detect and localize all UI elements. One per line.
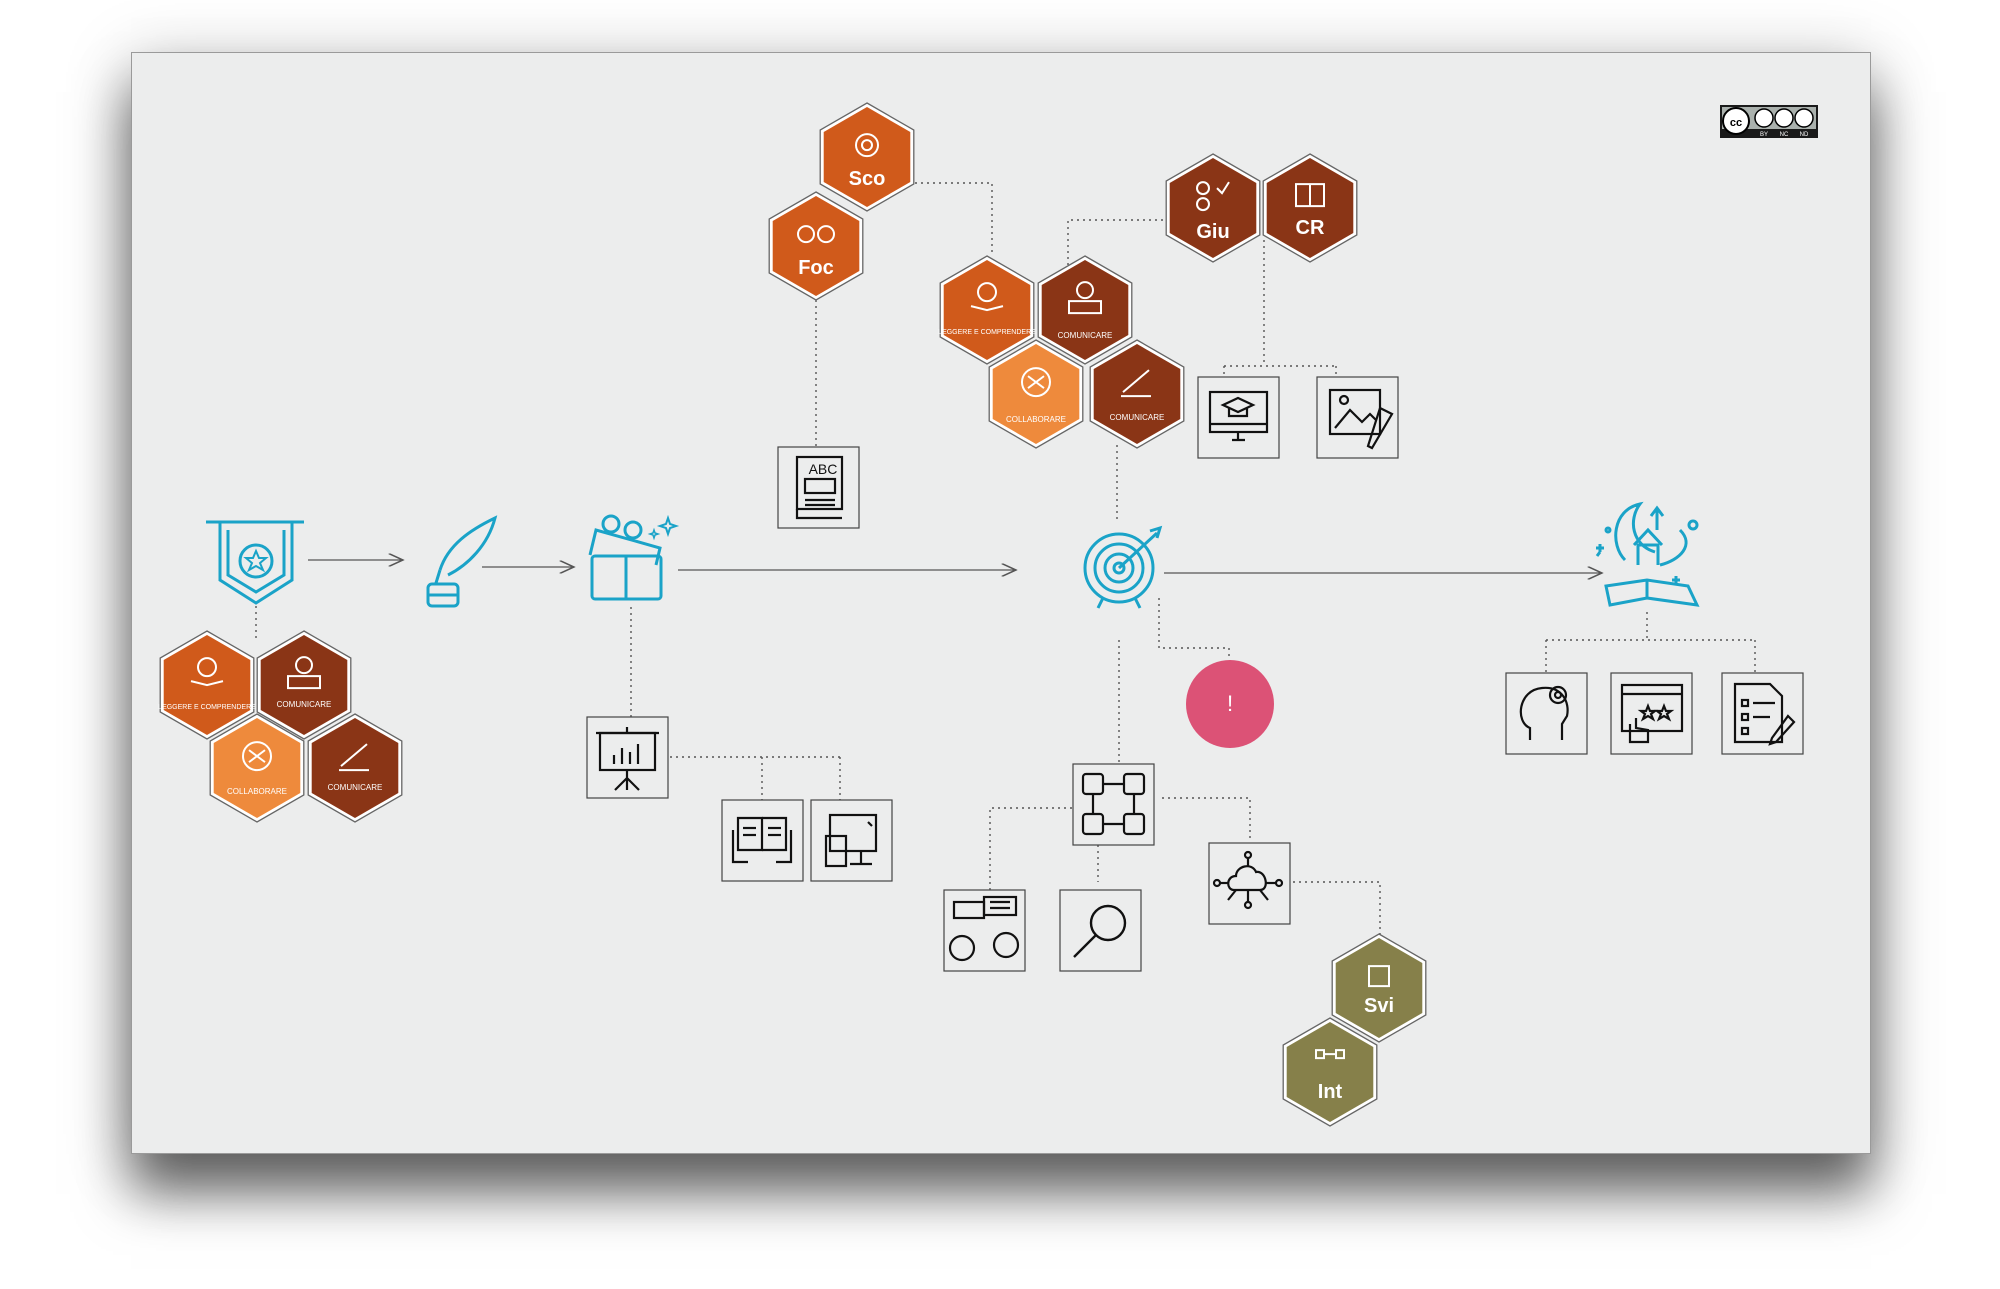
hex-sco-label: Sco (849, 168, 886, 190)
hexagon-badges: LEGGERE E COMPRENDERE COMUNICARE COLLABORA… (158, 103, 1426, 1126)
cc-license-badge[interactable]: cc BY NC ND (1720, 105, 1818, 138)
hex-giu-label: Giu (1196, 221, 1229, 243)
discussion-box[interactable] (944, 890, 1025, 971)
target-arrow-icon[interactable] (1085, 528, 1160, 608)
hex-comunicare-center-2[interactable]: COMUNICARE (1090, 340, 1184, 448)
hex-cr-label: CR (1296, 217, 1325, 239)
hex-collaborare-center-label: COLLABORARE (1006, 415, 1066, 424)
hex-comunicare-left-2-label: COMUNICARE (328, 783, 383, 792)
hex-svi[interactable]: Svi (1332, 934, 1426, 1042)
hex-int[interactable]: Int (1283, 1018, 1377, 1126)
hex-svi-label: Svi (1364, 995, 1394, 1017)
abc-book-box[interactable]: ABC (778, 447, 859, 528)
image-edit-box[interactable] (1317, 377, 1398, 458)
checklist-box[interactable] (1722, 673, 1803, 754)
quill-ink-icon[interactable] (428, 518, 495, 606)
nd-icon (1795, 109, 1813, 127)
hex-comunicare-center-1[interactable]: COMUNICARE (1038, 256, 1132, 364)
collaboration-box[interactable] (1073, 764, 1154, 845)
hex-sco[interactable]: Sco (820, 103, 914, 211)
presentation-box[interactable] (587, 717, 668, 798)
abc-label: ABC (809, 461, 838, 477)
hex-foc[interactable]: Foc (769, 192, 863, 300)
devices-box[interactable] (811, 800, 892, 881)
nc-icon (1775, 109, 1793, 127)
nc-label: NC (1780, 132, 1789, 138)
network-cloud-box[interactable] (1209, 843, 1290, 924)
by-label: BY (1760, 132, 1768, 138)
rating-box[interactable] (1611, 673, 1692, 754)
open-book-box[interactable] (722, 800, 803, 881)
fantasy-book-icon[interactable] (1596, 504, 1697, 605)
hex-int-label: Int (1318, 1081, 1343, 1103)
hex-comunicare-left-2[interactable]: COMUNICARE (308, 714, 402, 822)
flow-arrows (308, 560, 1602, 573)
hex-collaborare-left-label: COLLABORARE (227, 787, 287, 796)
by-icon (1755, 109, 1773, 127)
cc-label: cc (1730, 117, 1742, 129)
search-box[interactable] (1060, 890, 1141, 971)
hex-leggere-left-label: LEGGERE E COMPRENDERE (158, 704, 256, 711)
hex-cr[interactable]: CR (1263, 154, 1357, 262)
hex-foc-label: Foc (798, 257, 834, 279)
e-learning-box[interactable] (1198, 377, 1279, 458)
hex-comunicare-center-1-label: COMUNICARE (1058, 331, 1113, 340)
alert-label: ! (1182, 656, 1278, 752)
banner-badge-icon[interactable] (206, 522, 304, 603)
hex-comunicare-center-2-label: COMUNICARE (1110, 413, 1165, 422)
hex-comunicare-left-1-label: COMUNICARE (277, 700, 332, 709)
hex-collaborare-center[interactable]: COLLABORARE (989, 340, 1083, 448)
gift-box-icon[interactable] (590, 516, 676, 599)
head-gear-box[interactable] (1506, 673, 1587, 754)
hex-giu[interactable]: Giu (1166, 154, 1260, 262)
nd-label: ND (1800, 132, 1809, 138)
hex-leggere-center-label: LEGGERE E COMPRENDERE (938, 329, 1036, 336)
